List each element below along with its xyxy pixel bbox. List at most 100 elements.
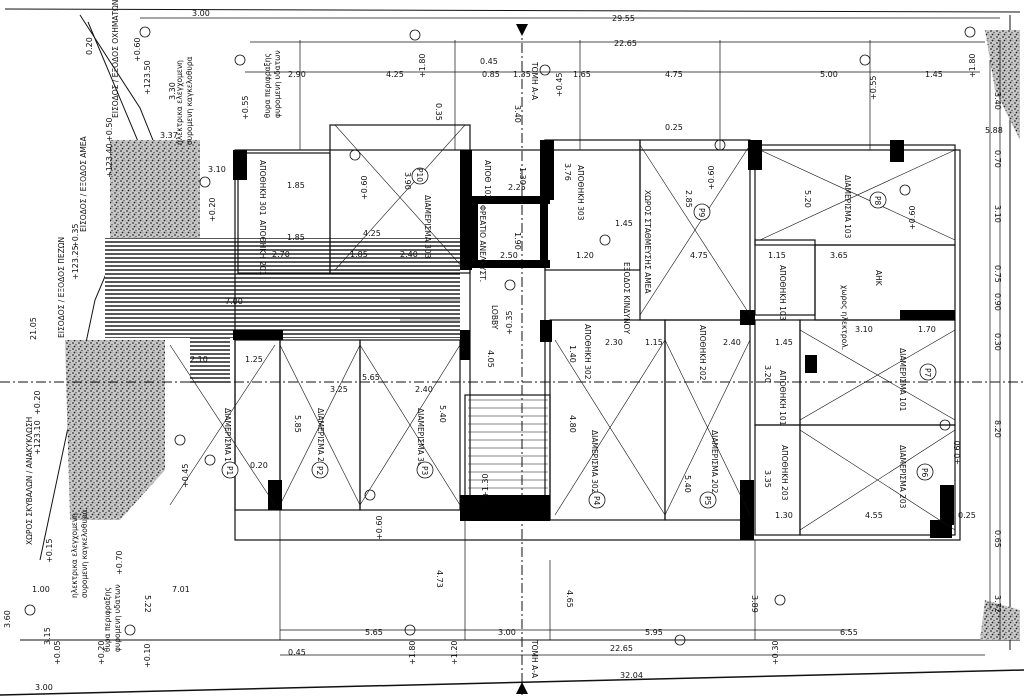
room-elevator: ΦΡΕΑΤΙΟ ΑΝΕΛΚΥΣΤ. (478, 205, 487, 282)
dim-right-5: 0.75 (993, 265, 1002, 283)
level-10: +0.60 (360, 175, 369, 200)
dim-top-11: 1.45 (925, 70, 943, 79)
dim-bottom-5: 22.65 (610, 644, 633, 653)
parking-p9: P9 (697, 208, 706, 218)
dim-top-4: 2.90 (288, 70, 306, 79)
dim-bottom-2: 3.00 (498, 628, 516, 637)
parking-diagonals (169, 124, 956, 531)
gate-bottom-line-2: συρομενη καγκελοθυρα (80, 509, 89, 598)
dim-right-10: 3.72 (993, 595, 1002, 613)
level-13: +0.55 (869, 75, 878, 100)
dim-inner-36: 4.65 (565, 590, 574, 608)
dim-top-3: 22.65 (614, 39, 637, 48)
level-16: +0.45 (181, 463, 190, 488)
dim-bottom-4: 6.55 (840, 628, 858, 637)
dim-right-2: 5.88 (985, 126, 1003, 135)
dim-inner-23: 1.45 (775, 338, 793, 347)
section-label-top: ΤΟΜΗ Α-Α (530, 61, 539, 101)
level-28: +0.20 (97, 640, 106, 665)
dim-bottom-6: 0.45 (288, 648, 306, 657)
dim-right-4: 3.10 (993, 205, 1002, 223)
gate-top-line-4: φυρομενη υδατων (273, 50, 282, 118)
dim-inner-16: 5.85 (293, 415, 302, 433)
level-25: +0.60 (953, 440, 962, 465)
dim-right-7: 0.30 (993, 333, 1002, 351)
dim-inner-8: 2.50 (500, 251, 518, 260)
level-14: +0.60 (707, 165, 716, 190)
dim-inner-41: 0.20 (250, 461, 268, 470)
parking-p2: P2 (315, 466, 324, 476)
section-arrow-bottom (516, 682, 528, 694)
dim-inner-52: 1.40 (568, 345, 577, 363)
parking-p4: P4 (592, 496, 601, 506)
misc-3-15: 3.15 (43, 627, 52, 645)
dim-inner-6: 1.85 (350, 250, 368, 259)
dim-top-1: 3.00 (192, 9, 210, 18)
room-storage-203: ΑΠΟΘΗΚΗ 203 (780, 445, 789, 501)
dim-top-7: 1.35 (513, 70, 531, 79)
gate-bottom-line-4: φυρομενη υδατων (113, 584, 122, 652)
room-ahk: ΑΗΚ (874, 270, 883, 287)
room-apt-202: ΔΙΑΜΕΡΙΣΜΑ 202 (710, 430, 719, 494)
section-label-bottom: ΤΟΜΗ Α-Α (530, 639, 539, 679)
level-19: +1.20 (450, 640, 459, 665)
gate-bottom-line-1: ηλεκτρικα ελεγχομενη (70, 513, 79, 598)
room-storage-302: ΑΠΟΘΗΚΗ 302 (583, 324, 592, 380)
level-5: +0.35 (71, 223, 80, 248)
level-1: +0.60 (133, 37, 142, 62)
label-entrance-vehicles: ΕΙΣΟΔΟΣ / ΕΞΟΔΟΣ ΟΧΗΜΑΤΩΝ (111, 0, 120, 118)
dim-inner-12: 1.25 (245, 355, 263, 364)
label-entrance-pedestrians: ΕΙΣΟΔΟΣ / ΕΞΟΔΟΣ ΠΕΖΩΝ (57, 237, 66, 338)
parking-markers (221, 167, 937, 509)
dim-inner-37: 3.89 (750, 595, 759, 613)
label-bins: ΧΩΡΟΣ ΣΚΥΒΑΛΩΝ / ΑΝΑΚΥΚΛΩΣΗ (25, 417, 34, 545)
dim-inner-39: 7.01 (172, 585, 190, 594)
dim-inner-29: 3.20 (763, 365, 772, 383)
dim-inner-10: 7.00 (225, 297, 243, 306)
level-markers (24, 26, 976, 646)
room-emergency-exit: ΕΞΟΔΟΣ ΚΙΝΔΥΝΟΥ (622, 262, 631, 335)
dim-top-6: 0.85 (482, 70, 500, 79)
dim-top-2: 29.55 (612, 14, 635, 23)
room-storage-303: ΑΠΟΘΗΚΗ 303 (576, 165, 585, 221)
dim-right-9: 0.65 (993, 530, 1002, 548)
dim-inner-1: 3.10 (208, 165, 226, 174)
section-arrow-top (516, 24, 528, 36)
label-entrance-amea: ΕΙΣΟΔΟΣ / ΕΞΟΔΟΣ ΑΜΕΑ (79, 135, 88, 232)
level-15: +0.60 (908, 205, 917, 230)
dim-inner-42: 3.76 (563, 163, 572, 181)
room-apt-102: ΔΙΑΜΕΡΙΣΜΑ 102 (223, 408, 232, 472)
level-2: +123.50 (143, 60, 152, 95)
level-26: +1.80 (408, 640, 417, 665)
room-parking-amea: ΧΩΡΟΣ ΣΤΑΘΜΕΥΣΗΣ ΑΜΕΑ (643, 190, 652, 294)
room-storage-301: ΑΠΟΘΗΚΗ 301 (258, 160, 267, 216)
dimension-lines (140, 17, 1001, 656)
misc-1-00: 1.00 (32, 585, 50, 594)
gate-bottom-line-3: θυρα περιφραξης (103, 587, 112, 652)
dim-right-1: 3.40 (993, 92, 1002, 110)
level-8: +123.10 (33, 420, 42, 455)
dim-inner-50: 0.25 (665, 123, 683, 132)
dim-bottom-3: 5.95 (645, 628, 663, 637)
room-electric: χωρος ηλεκτρολ. (840, 285, 849, 350)
parking-p7: P7 (923, 368, 932, 378)
misc-0-20: 0.20 (85, 37, 94, 55)
dim-inner-38: 4.73 (435, 570, 444, 588)
level-11: +1.80 (418, 53, 427, 78)
dim-inner-51: 4.05 (486, 350, 495, 368)
level-3: +0.50 (105, 117, 114, 142)
misc-21-05: 21.05 (29, 317, 38, 340)
parking-p8: P8 (873, 196, 882, 206)
dim-inner-14: 2.40 (415, 385, 433, 394)
room-apt-201: ΔΙΑΜΕΡΙΣΜΑ 201 (316, 408, 325, 472)
parking-p10: P10 (415, 168, 424, 182)
gate-top-line-2: συρομενη καγκελοθυρα (185, 56, 194, 145)
room-apt-103: ΔΙΑΜΕΡΙΣΜΑ 103 (843, 175, 852, 239)
level-23: +0.70 (115, 550, 124, 575)
dim-inner-18: 4.80 (568, 415, 577, 433)
dim-bottom-7: 32.04 (620, 671, 643, 680)
axis-lines (0, 25, 1024, 695)
level-22: +0.20 (208, 197, 217, 222)
dim-inner-30: 3.35 (763, 470, 772, 488)
dim-inner-5: 2.70 (272, 250, 290, 259)
